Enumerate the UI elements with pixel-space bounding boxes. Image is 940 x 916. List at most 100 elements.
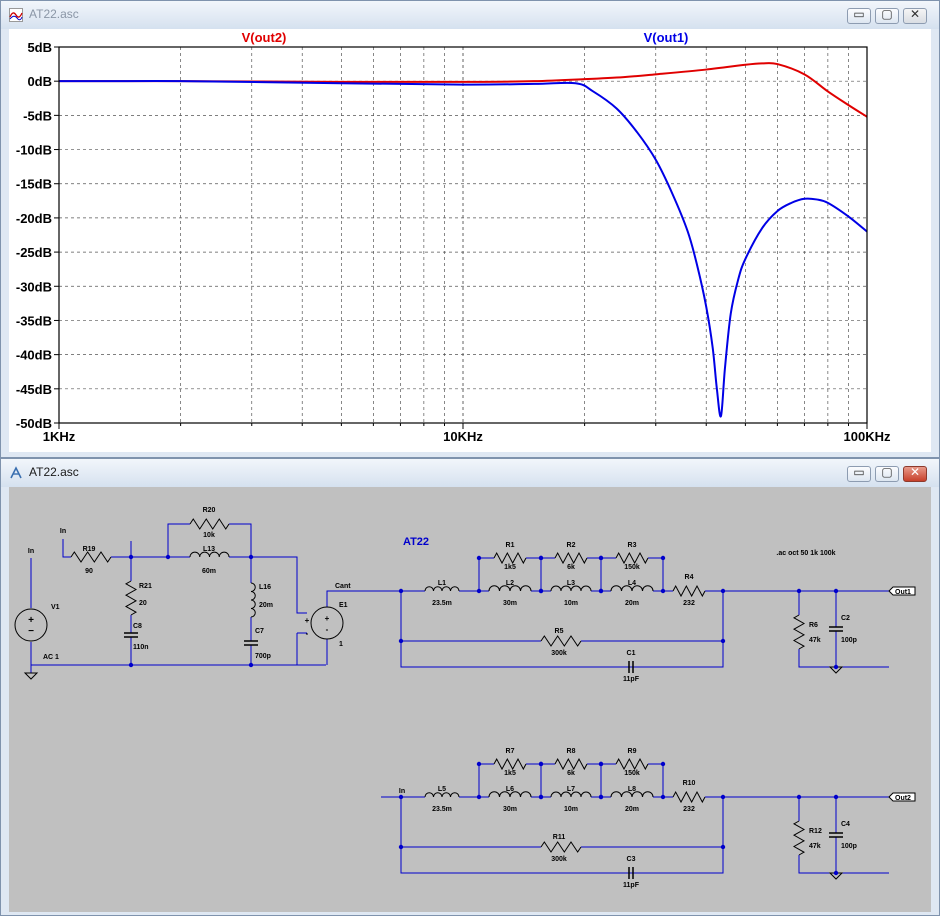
resistor[interactable]: [792, 820, 806, 856]
plot-close-button[interactable]: ✕: [903, 7, 927, 24]
y-tick-label: -35dB: [16, 313, 52, 328]
inductor[interactable]: [424, 792, 460, 798]
inductor-value: 23.5m: [432, 806, 452, 813]
junction-dot: [398, 638, 404, 644]
c7-value: 700p: [255, 653, 271, 660]
resistor-value: 47k: [809, 843, 821, 850]
inductor[interactable]: [550, 791, 592, 798]
r19-ref: R19: [83, 546, 96, 553]
plot-window-titlebar[interactable]: AT22.asc ▭ ▢ ✕: [1, 1, 939, 29]
plot-minimize-button[interactable]: ▭: [847, 7, 871, 24]
y-tick-label: -30dB: [16, 279, 52, 294]
schematic-window-titlebar[interactable]: AT22.asc ▭ ▢ ✕: [1, 459, 939, 487]
r21-ref: R21: [139, 583, 152, 590]
resistor-value: 300k: [551, 650, 567, 657]
plot-maximize-button[interactable]: ▢: [875, 7, 899, 24]
net-label-in: In: [60, 528, 66, 535]
legend-vout1[interactable]: V(out1): [644, 30, 689, 45]
net-label-out2: Out2: [895, 795, 911, 802]
resistor-ref: R2: [567, 542, 576, 549]
plot-frame: [58, 46, 868, 424]
resistor[interactable]: [554, 551, 588, 565]
junction-dot: [660, 761, 666, 767]
l16-inductor[interactable]: [250, 582, 256, 618]
v1-source[interactable]: [14, 608, 48, 642]
schematic-close-button[interactable]: ✕: [903, 465, 927, 482]
schematic-minimize-button[interactable]: ▭: [847, 465, 871, 482]
junction-dot: [598, 761, 604, 767]
resistor-value: 6k: [567, 770, 575, 777]
l13-inductor[interactable]: [189, 551, 230, 558]
junction-dot: [538, 555, 544, 561]
inductor-ref: L3: [567, 580, 575, 587]
resistor[interactable]: [672, 790, 706, 804]
capacitor[interactable]: [829, 832, 843, 838]
junction-dot: [720, 844, 726, 850]
e1-minus-in: -: [306, 629, 309, 638]
resistor[interactable]: [792, 614, 806, 650]
c8-value: 110n: [133, 644, 149, 651]
l13-value: 60m: [202, 568, 216, 575]
inductor-ref: L8: [628, 786, 636, 793]
inductor[interactable]: [488, 585, 532, 592]
close-icon: ✕: [909, 7, 921, 21]
resistor[interactable]: [540, 841, 582, 853]
capacitor[interactable]: [829, 626, 843, 632]
inductor-ref: L1: [438, 580, 446, 587]
series-vout1-line[interactable]: [58, 80, 868, 418]
legend-vout2[interactable]: V(out2): [242, 30, 287, 45]
resistor[interactable]: [493, 757, 527, 771]
junction-dot: [248, 554, 254, 560]
junction-dot: [720, 588, 726, 594]
resistor-ref: R12: [809, 828, 822, 835]
bode-plot[interactable]: 5dB0dB-5dB-10dB-15dB-20dB-25dB-30dB-35dB…: [9, 29, 931, 452]
l13-ref: L13: [203, 546, 215, 553]
r20-resistor[interactable]: [189, 518, 230, 530]
minimize-icon: ▭: [853, 465, 865, 479]
inductor[interactable]: [424, 586, 460, 592]
resistor-value: 150k: [624, 564, 640, 571]
resistor-ref: R6: [809, 622, 818, 629]
c7-capacitor[interactable]: [244, 640, 258, 646]
inductor[interactable]: [610, 585, 654, 592]
e1-source[interactable]: [310, 606, 344, 640]
x-tick-label: 1KHz: [43, 429, 76, 444]
r20-ref: R20: [203, 507, 216, 514]
y-tick-label: -20dB: [16, 211, 52, 226]
resistor[interactable]: [615, 757, 649, 771]
wire: [587, 557, 602, 591]
resistor[interactable]: [493, 551, 527, 565]
resistor[interactable]: [672, 584, 706, 598]
resistor[interactable]: [615, 551, 649, 565]
capacitor-value: 100p: [841, 843, 857, 850]
schematic-maximize-button[interactable]: ▢: [875, 465, 899, 482]
junction-dot: [833, 794, 839, 800]
series-vout2-line[interactable]: [58, 62, 868, 118]
inductor[interactable]: [550, 585, 592, 592]
inductor-ref: L4: [628, 580, 636, 587]
junction-dot: [660, 588, 666, 594]
inductor[interactable]: [610, 791, 654, 798]
capacitor[interactable]: [628, 661, 634, 673]
inductor-ref: L2: [506, 580, 514, 587]
c8-capacitor[interactable]: [124, 632, 138, 638]
resistor[interactable]: [540, 635, 582, 647]
r21-resistor[interactable]: [124, 580, 138, 616]
junction-dot: [128, 662, 134, 668]
junction-dot: [660, 794, 666, 800]
y-tick-label: 5dB: [27, 40, 52, 55]
minimize-icon: ▭: [853, 7, 865, 21]
resistor[interactable]: [554, 757, 588, 771]
capacitor[interactable]: [628, 867, 634, 879]
l16-ref: L16: [259, 584, 271, 591]
net-label-out1-flag: [888, 586, 916, 596]
y-tick-label: -15dB: [16, 177, 52, 192]
r19-resistor[interactable]: [70, 551, 112, 563]
inductor[interactable]: [488, 791, 532, 798]
e1-ref: E1: [339, 602, 348, 609]
